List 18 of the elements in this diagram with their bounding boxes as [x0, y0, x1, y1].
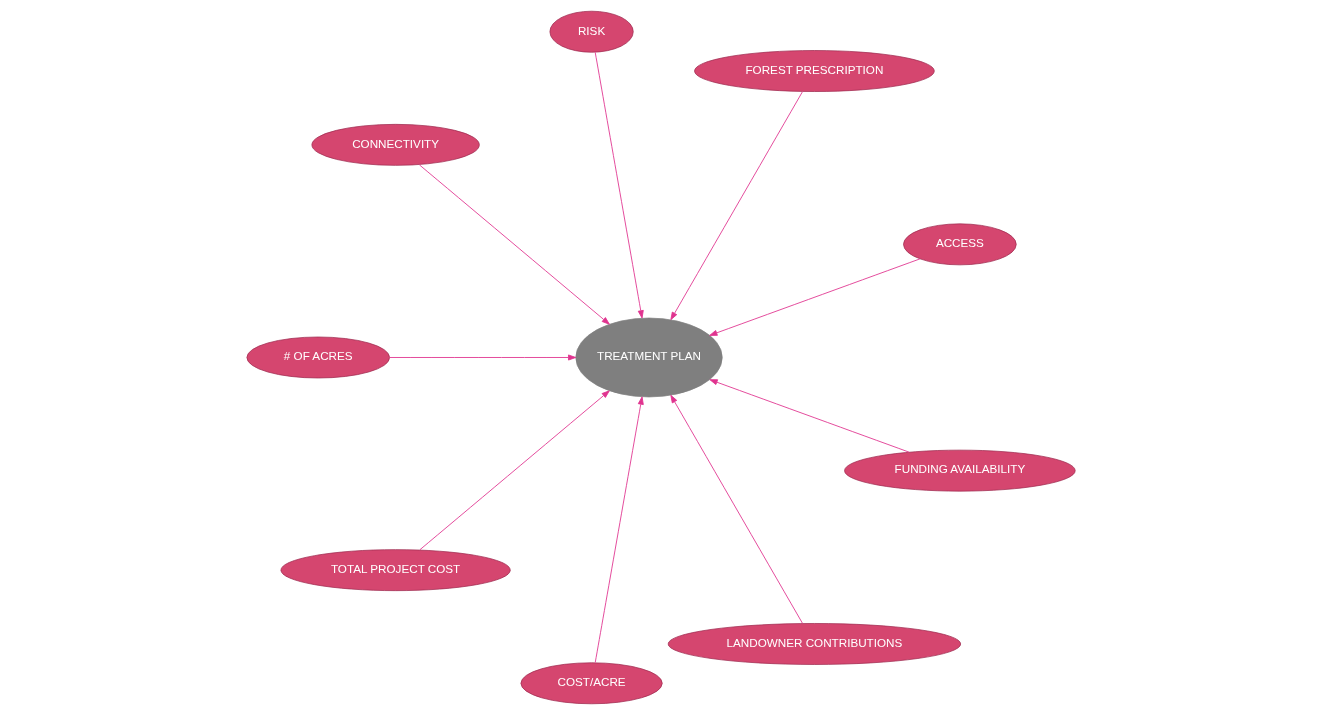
node-ellipse: CONNECTIVITY	[311, 124, 480, 166]
node-ellipse: # OF ACRES	[246, 336, 390, 379]
arrow	[669, 91, 803, 321]
arrow	[708, 258, 920, 336]
node-ellipse: LANDOWNER CONTRIBUTIONS	[667, 623, 961, 665]
node-ellipse: RISK	[549, 10, 634, 53]
arrow	[669, 394, 803, 624]
arrow	[594, 396, 644, 663]
node-ellipse: FOREST PRESCRIPTION	[693, 50, 935, 92]
arrow	[418, 164, 610, 325]
arrow	[418, 390, 610, 551]
arrow	[594, 51, 644, 319]
node-ellipse: COST/ACRE	[520, 662, 663, 705]
node-ellipse: TOTAL PROJECT COST	[280, 549, 511, 591]
arrow	[708, 379, 909, 453]
arrow	[388, 354, 576, 361]
node-ellipse: ACCESS	[902, 223, 1017, 266]
node-ellipse: FUNDING AVAILABILITY	[843, 449, 1076, 492]
